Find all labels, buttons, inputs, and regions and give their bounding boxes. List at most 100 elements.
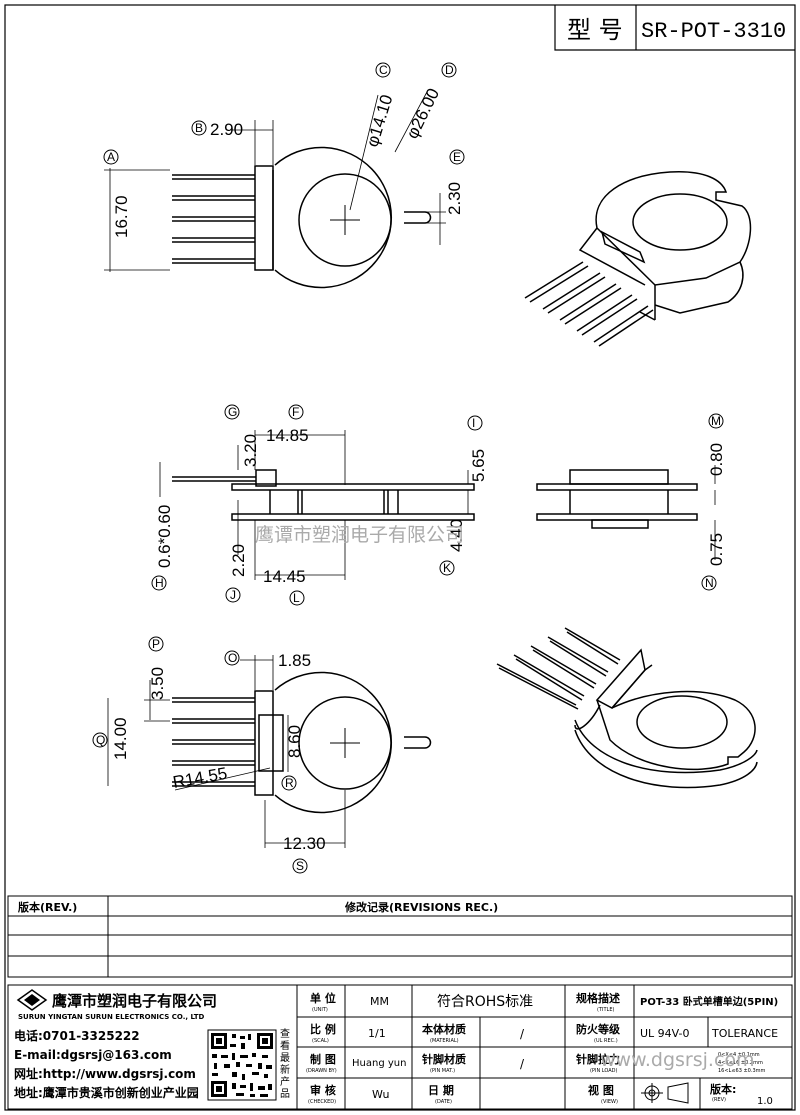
model-label: 型 号 <box>567 16 623 44</box>
ul-label-en: (UL REC.) <box>594 1038 618 1044</box>
ul-label: 防火等级 <box>576 1022 621 1036</box>
tolerance-row-2: 4<X≤16 ±0.2mm <box>718 1060 763 1066</box>
label-d: D <box>445 63 454 77</box>
company-address: 地址:鹰潭市贵溪市创新创业产业园 <box>14 1085 199 1100</box>
label-s: S <box>296 859 304 873</box>
dim-0-80: 0.80 <box>707 443 726 476</box>
dim-0-75: 0.75 <box>707 533 726 566</box>
label-p: P <box>152 637 160 651</box>
rev-label-en: (REV) <box>712 1097 726 1103</box>
side-view-dims <box>159 430 469 580</box>
pin-material-label: 针脚材质 <box>422 1052 466 1066</box>
company-phone: 电话:0701-3325222 <box>14 1028 140 1043</box>
title-block-grid <box>7 984 793 1110</box>
revision-table <box>7 895 793 978</box>
dim-14-45: 14.45 <box>263 567 306 586</box>
date-label: 日 期 <box>428 1083 454 1097</box>
label-m: M <box>711 414 721 428</box>
label-k: K <box>443 561 451 575</box>
title-label: 规格描述 <box>576 991 620 1005</box>
dim-1-85: 1.85 <box>278 651 311 670</box>
pin-material-label-en: (PIN MAT.) <box>430 1068 455 1074</box>
watermark-company: 鹰谭市塑润电子有限公司 <box>255 524 464 546</box>
scale-label: 比 例 <box>310 1022 336 1036</box>
material-label: 本体材质 <box>422 1022 466 1036</box>
dim-2-20: 2.20 <box>229 544 248 577</box>
rec-header: 修改记录(REVISIONS REC.) <box>344 900 498 914</box>
rohs-compliance: 符合ROHS标准 <box>437 994 533 1010</box>
projection-symbol-icon <box>641 1082 689 1104</box>
tolerance-row-3: 16<L≤63 ±0.3mm <box>718 1068 765 1074</box>
rev-value: 1.0 <box>757 1096 773 1107</box>
checked-label: 审 核 <box>310 1083 336 1097</box>
tolerance-label: TOLERANCE <box>711 1027 778 1040</box>
qr-caption-3: 最 <box>280 1052 290 1064</box>
model-value: SR-POT-3310 <box>641 19 786 44</box>
company-email: E-mail:dgsrsj@163.com <box>14 1048 172 1062</box>
dim-12-30: 12.30 <box>283 834 326 853</box>
qr-caption-5: 产 <box>280 1075 290 1088</box>
company-website: 网址:http://www.dgsrsj.com <box>14 1066 196 1081</box>
company-logo <box>16 989 48 1011</box>
sheet-border <box>4 4 796 1111</box>
pin-load-label: 针脚拉力 <box>576 1052 620 1066</box>
dim-phi-14-10: φ14.10 <box>363 92 397 149</box>
dim-2-30: 2.30 <box>445 182 464 215</box>
scale-label-en: (SCAL) <box>312 1038 329 1044</box>
view-label-en: (VIEW) <box>601 1099 618 1105</box>
unit-label-en: (UNIT) <box>312 1007 328 1013</box>
label-q: Q <box>96 733 105 747</box>
rev-header: 版本(REV.) <box>18 900 77 914</box>
label-b: B <box>195 121 203 135</box>
dim-14-85: 14.85 <box>266 426 309 445</box>
label-o: O <box>228 651 237 665</box>
qr-caption-2: 看 <box>280 1039 290 1052</box>
date-label-en: (DATE) <box>435 1099 452 1105</box>
qr-caption-4: 新 <box>280 1063 290 1076</box>
label-e: E <box>453 150 461 164</box>
scale-value: 1/1 <box>368 1027 386 1040</box>
bottom-view-dims <box>107 655 346 848</box>
top-view-dims <box>104 89 446 272</box>
company-name-en: SURUN YINGTAN SURUN ELECTRONICS CO., LTD <box>18 1013 205 1021</box>
view-label: 视 图 <box>588 1083 614 1097</box>
label-a: A <box>107 150 115 164</box>
dim-0-6x0-60: 0.6*0.60 <box>155 505 174 568</box>
dim-8-60: 8.60 <box>285 725 304 758</box>
front-view <box>536 469 698 529</box>
dim-16-70: 16.70 <box>112 195 131 238</box>
qr-code <box>207 1029 277 1101</box>
dim-phi-26-00: φ26.00 <box>403 85 444 141</box>
pin-load-label-en: (PIN LOAD) <box>590 1068 617 1074</box>
label-n: N <box>705 576 714 590</box>
pin-material-value: / <box>520 1057 525 1071</box>
bottom-view <box>172 671 432 814</box>
drawn-value: Huang yun <box>352 1058 406 1069</box>
material-label-en: (MATERIAL) <box>430 1038 459 1044</box>
dim-3-50: 3.50 <box>148 667 167 700</box>
ul-value: UL 94V-0 <box>640 1027 690 1040</box>
label-l: L <box>293 591 300 605</box>
drawn-label: 制 图 <box>310 1052 336 1066</box>
rev-label: 版本: <box>710 1082 736 1096</box>
title-label-en: (TITLE) <box>597 1007 614 1013</box>
model-box: 型 号 SR-POT-3310 <box>554 5 795 51</box>
tolerance-row-1: 0<X≤4 ±0.1mm <box>718 1052 760 1058</box>
checked-label-en: (CHECKED) <box>308 1099 336 1105</box>
unit-value: MM <box>370 995 389 1008</box>
dim-14-00: 14.00 <box>111 717 130 760</box>
qr-caption-6: 品 <box>280 1088 290 1100</box>
label-j: J <box>230 588 236 602</box>
label-c: C <box>379 63 388 77</box>
circled-labels <box>92 62 724 874</box>
iso-view-bottom <box>496 627 758 789</box>
dim-3-20: 3.20 <box>241 434 260 467</box>
qr-caption-1: 查 <box>280 1027 290 1040</box>
company-name: 鹰潭市塑润电子有限公司 <box>52 992 217 1010</box>
dim-r14-55: R14.55 <box>171 764 228 792</box>
label-h: H <box>155 576 164 590</box>
dim-2-90: 2.90 <box>210 120 243 139</box>
side-view <box>172 469 475 521</box>
label-r: R <box>285 776 294 790</box>
